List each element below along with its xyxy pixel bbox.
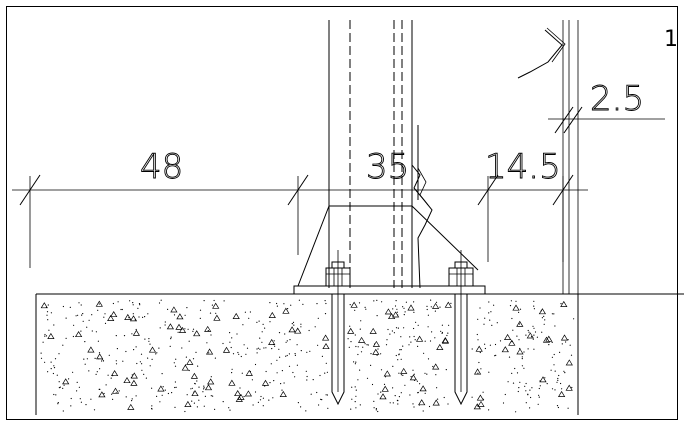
steel-column	[328, 20, 433, 289]
drawing-frame	[6, 6, 678, 420]
concrete-foundation	[35, 293, 684, 415]
dimension-48: 48	[140, 147, 183, 187]
gusset-plate	[297, 205, 479, 287]
anchor-bolt-right	[448, 250, 474, 406]
dimension-2-5: 2.5	[590, 79, 644, 119]
concrete-hatch	[40, 299, 575, 413]
anchor-bolt-left	[325, 250, 351, 406]
dimension-line-main	[12, 174, 588, 268]
dimension-line-upper	[548, 106, 665, 134]
break-line	[411, 164, 433, 289]
dimension-14-5: 14.5	[485, 147, 561, 187]
base-plate	[293, 285, 486, 295]
corner-label: 1	[664, 27, 678, 52]
dimension-35: 35	[366, 147, 409, 187]
break-symbol-top	[517, 29, 563, 79]
